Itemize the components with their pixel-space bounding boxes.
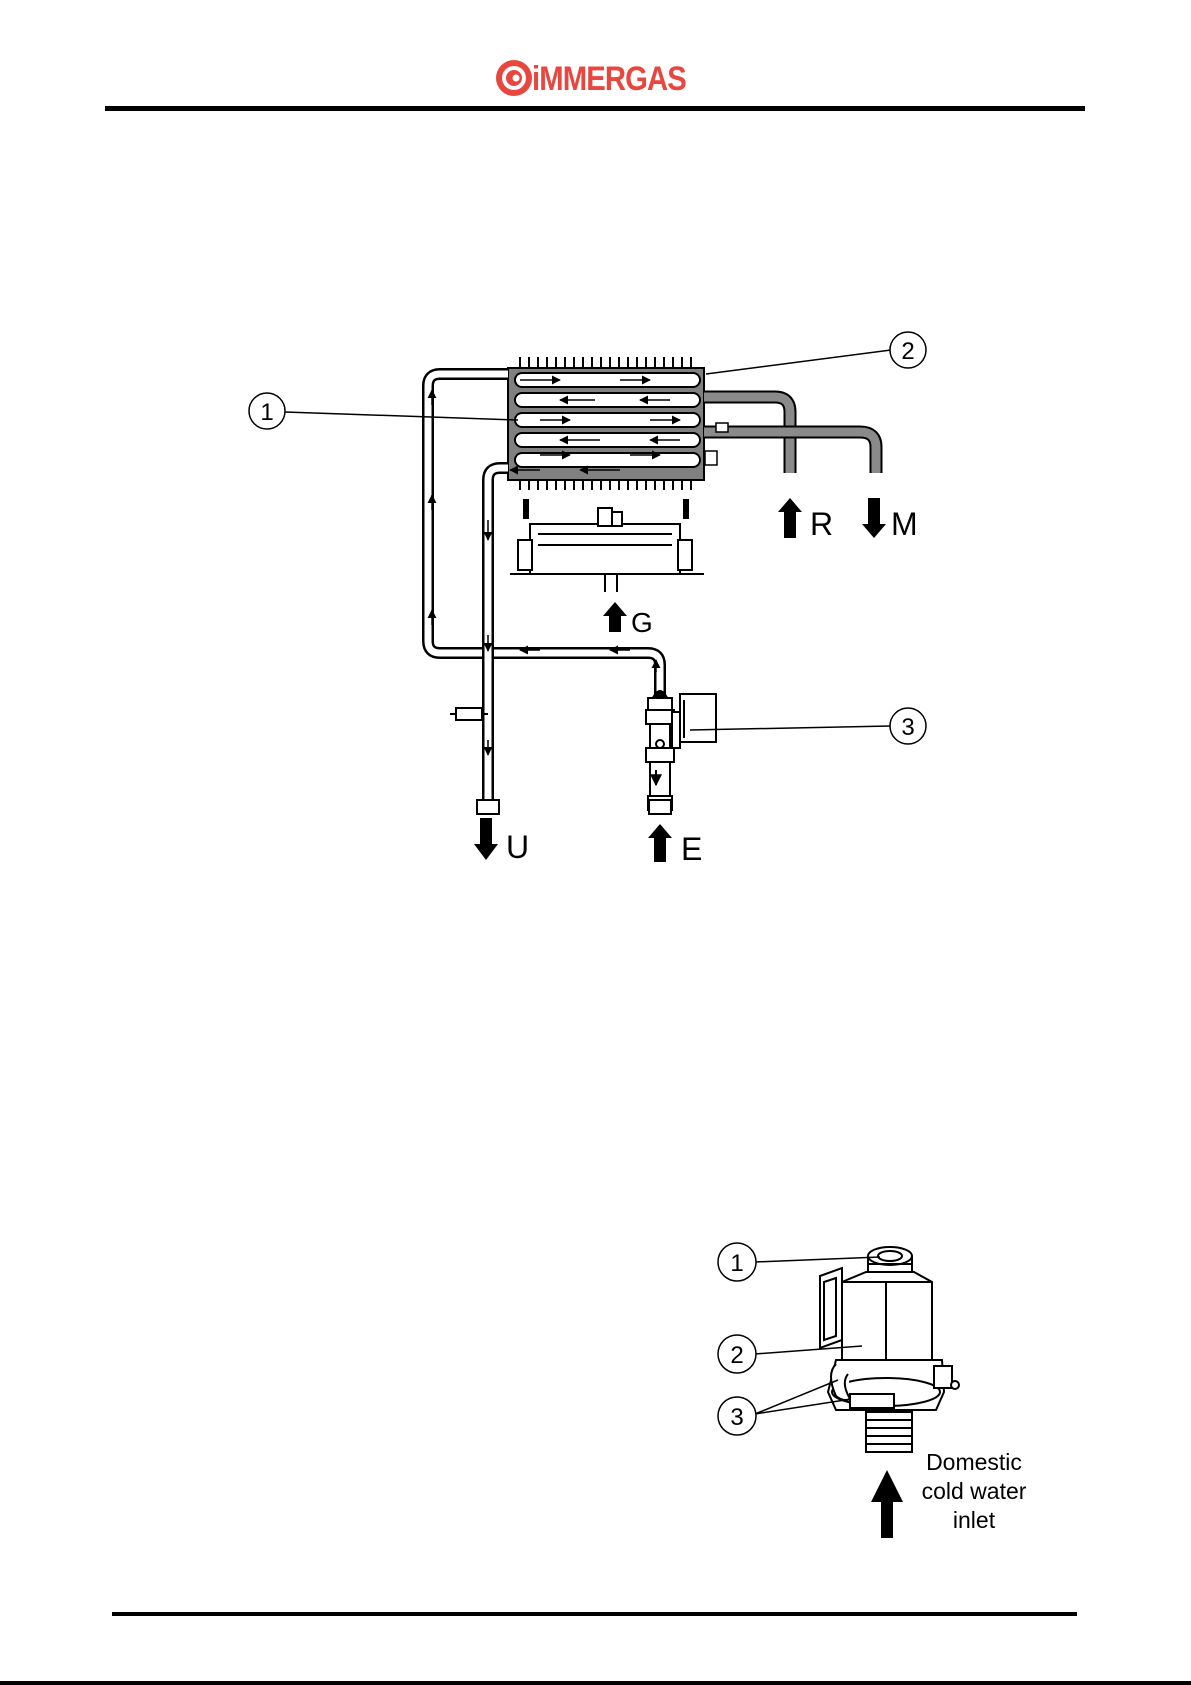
label-g: G <box>631 607 653 638</box>
label-m: M <box>891 506 918 542</box>
callout-3-label: 3 <box>901 714 914 741</box>
label-u: U <box>506 829 529 865</box>
callout-2-label: 2 <box>901 338 914 365</box>
dhw-outlet-fitting <box>477 800 499 814</box>
burner <box>510 500 704 592</box>
footer-rule <box>112 1612 1077 1616</box>
dhw-drain-valve <box>450 708 488 720</box>
detail-callout-2-label: 2 <box>730 1342 743 1369</box>
flow-switch-detail <box>820 1247 959 1452</box>
flow-switch-assembly <box>646 691 716 810</box>
detail-callout-1-label: 1 <box>730 1250 743 1277</box>
detail-callout-3-label: 3 <box>730 1404 743 1431</box>
label-e: E <box>681 831 702 867</box>
cold-inlet-fitting <box>649 800 671 814</box>
callout-1-label: 1 <box>260 399 273 426</box>
cold-water-inlet-arrow <box>871 1470 903 1538</box>
inlet-caption-line-3: inlet <box>953 1507 996 1533</box>
arrow-down-u <box>474 818 498 860</box>
arrow-up-g <box>603 602 627 632</box>
inlet-caption-line-2: cold water <box>922 1478 1027 1504</box>
arrow-up-r <box>778 498 802 538</box>
label-r: R <box>810 506 833 542</box>
inlet-caption-line-1: Domestic <box>926 1449 1022 1475</box>
arrow-up-e <box>648 824 672 862</box>
arrow-down-m <box>862 498 886 538</box>
page-bottom-edge <box>0 1681 1191 1685</box>
